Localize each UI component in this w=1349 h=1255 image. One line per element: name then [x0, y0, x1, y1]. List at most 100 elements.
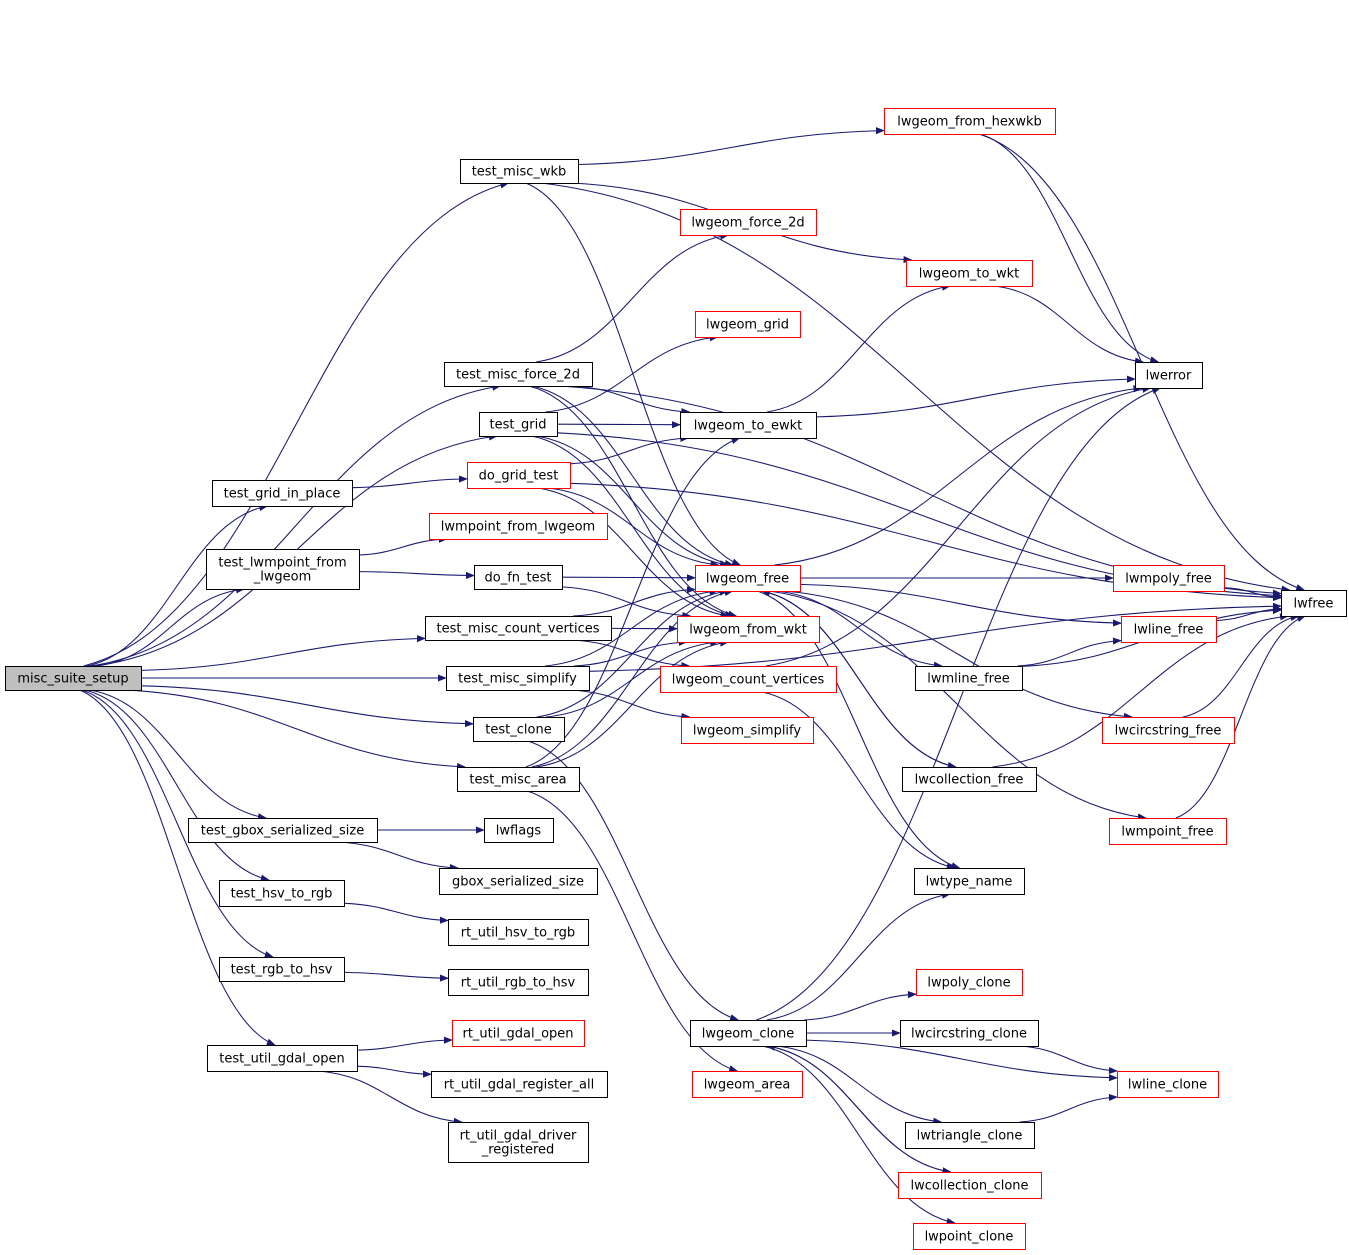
- node-box-lwgeom_from_hexwkb[interactable]: [884, 108, 1056, 135]
- node-test_misc_area[interactable]: test_misc_area: [457, 767, 580, 792]
- node-test_util_gdal_open[interactable]: test_util_gdal_open: [207, 1045, 358, 1072]
- node-lwmpoint_from_lwgeom[interactable]: lwmpoint_from_lwgeom: [429, 513, 608, 540]
- node-lwcircstring_clone[interactable]: lwcircstring_clone: [900, 1020, 1039, 1047]
- node-test_misc_force_2d[interactable]: test_misc_force_2d: [444, 362, 593, 387]
- node-lwgeom_to_ewkt[interactable]: lwgeom_to_ewkt: [680, 412, 817, 439]
- node-rt_util_gdal_register_all[interactable]: rt_util_gdal_register_all: [431, 1071, 608, 1098]
- node-box-lwtriangle_clone[interactable]: [905, 1122, 1035, 1149]
- node-lwgeom_free[interactable]: lwgeom_free: [695, 565, 801, 592]
- node-lwgeom_area[interactable]: lwgeom_area: [692, 1071, 803, 1098]
- node-lwgeom_count_vertices[interactable]: lwgeom_count_vertices: [660, 666, 837, 693]
- node-lwgeom_from_wkt[interactable]: lwgeom_from_wkt: [677, 616, 820, 643]
- node-box-test_hsv_to_rgb[interactable]: [219, 880, 345, 907]
- node-box-lwcircstring_free[interactable]: [1102, 717, 1235, 744]
- node-test_clone[interactable]: test_clone: [473, 717, 565, 742]
- node-box-lwflags[interactable]: [484, 818, 554, 843]
- node-test_misc_wkb[interactable]: test_misc_wkb: [460, 159, 579, 184]
- node-lwmpoly_free[interactable]: lwmpoly_free: [1113, 565, 1225, 592]
- node-rt_util_rgb_to_hsv[interactable]: rt_util_rgb_to_hsv: [448, 969, 589, 996]
- node-box-lwpoint_clone[interactable]: [913, 1223, 1026, 1250]
- node-lwerror[interactable]: lwerror: [1135, 362, 1203, 389]
- node-lwline_free[interactable]: lwline_free: [1121, 616, 1217, 643]
- node-lwflags[interactable]: lwflags: [484, 818, 554, 843]
- node-box-do_fn_test[interactable]: [474, 565, 563, 590]
- node-rt_util_gdal_open[interactable]: rt_util_gdal_open: [452, 1020, 585, 1047]
- node-test_lwmpoint_from_lwgeom[interactable]: test_lwmpoint_from_lwgeom: [206, 549, 360, 590]
- node-lwmpoint_free[interactable]: lwmpoint_free: [1109, 818, 1227, 845]
- node-box-lwcollection_free[interactable]: [902, 767, 1037, 792]
- node-box-test_lwmpoint_from_lwgeom[interactable]: [206, 549, 360, 590]
- node-box-lwgeom_clone[interactable]: [690, 1020, 807, 1047]
- node-lwcollection_clone[interactable]: lwcollection_clone: [898, 1172, 1042, 1199]
- node-lwmline_free[interactable]: lwmline_free: [915, 666, 1023, 691]
- node-lwgeom_simplify[interactable]: lwgeom_simplify: [681, 717, 814, 744]
- node-box-test_misc_wkb[interactable]: [460, 159, 579, 184]
- node-box-lwgeom_force_2d[interactable]: [680, 209, 817, 236]
- node-box-test_misc_count_vertices[interactable]: [425, 616, 612, 641]
- node-box-rt_util_gdal_driver_registered[interactable]: [448, 1122, 589, 1163]
- node-box-rt_util_hsv_to_rgb[interactable]: [448, 919, 589, 946]
- node-test_grid[interactable]: test_grid: [479, 412, 558, 437]
- node-lwpoly_clone[interactable]: lwpoly_clone: [916, 969, 1023, 996]
- node-box-misc_suite_setup[interactable]: [5, 666, 142, 691]
- node-test_grid_in_place[interactable]: test_grid_in_place: [212, 480, 353, 507]
- node-box-lwgeom_to_ewkt[interactable]: [680, 412, 817, 439]
- node-lwfree[interactable]: lwfree: [1281, 590, 1347, 617]
- node-lwtriangle_clone[interactable]: lwtriangle_clone: [905, 1122, 1035, 1149]
- node-lwgeom_force_2d[interactable]: lwgeom_force_2d: [680, 209, 817, 236]
- node-box-test_grid_in_place[interactable]: [212, 480, 353, 507]
- node-box-lwline_clone[interactable]: [1117, 1071, 1219, 1098]
- node-lwpoint_clone[interactable]: lwpoint_clone: [913, 1223, 1026, 1250]
- node-test_misc_simplify[interactable]: test_misc_simplify: [446, 666, 590, 691]
- node-box-lwgeom_area[interactable]: [692, 1071, 803, 1098]
- node-test_hsv_to_rgb[interactable]: test_hsv_to_rgb: [219, 880, 345, 907]
- node-rt_util_gdal_driver_registered[interactable]: rt_util_gdal_driver_registered: [448, 1122, 589, 1163]
- node-box-lwerror[interactable]: [1135, 362, 1203, 389]
- node-box-lwgeom_count_vertices[interactable]: [660, 666, 837, 693]
- node-lwcollection_free[interactable]: lwcollection_free: [902, 767, 1037, 792]
- node-box-rt_util_rgb_to_hsv[interactable]: [448, 969, 589, 996]
- node-box-lwmline_free[interactable]: [915, 666, 1023, 691]
- node-box-lwgeom_grid[interactable]: [695, 311, 801, 338]
- node-box-lwpoly_clone[interactable]: [916, 969, 1023, 996]
- node-box-lwcollection_clone[interactable]: [898, 1172, 1042, 1199]
- node-lwgeom_grid[interactable]: lwgeom_grid: [695, 311, 801, 338]
- node-box-test_clone[interactable]: [473, 717, 565, 742]
- node-test_misc_count_vertices[interactable]: test_misc_count_vertices: [425, 616, 612, 641]
- node-box-rt_util_gdal_register_all[interactable]: [431, 1071, 608, 1098]
- node-box-lwfree[interactable]: [1281, 590, 1347, 617]
- node-test_rgb_to_hsv[interactable]: test_rgb_to_hsv: [219, 957, 345, 982]
- node-lwline_clone[interactable]: lwline_clone: [1117, 1071, 1219, 1098]
- node-gbox_serialized_size[interactable]: gbox_serialized_size: [439, 868, 598, 895]
- node-lwtype_name[interactable]: lwtype_name: [914, 868, 1025, 895]
- node-box-lwmpoint_free[interactable]: [1109, 818, 1227, 845]
- node-box-gbox_serialized_size[interactable]: [439, 868, 598, 895]
- node-box-lwgeom_to_wkt[interactable]: [906, 260, 1033, 287]
- node-box-test_misc_simplify[interactable]: [446, 666, 590, 691]
- node-box-lwmpoly_free[interactable]: [1113, 565, 1225, 592]
- node-rt_util_hsv_to_rgb[interactable]: rt_util_hsv_to_rgb: [448, 919, 589, 946]
- node-box-test_gbox_serialized_size[interactable]: [188, 818, 378, 843]
- node-lwcircstring_free[interactable]: lwcircstring_free: [1102, 717, 1235, 744]
- node-do_grid_test[interactable]: do_grid_test: [467, 462, 571, 489]
- node-box-lwtype_name[interactable]: [914, 868, 1025, 895]
- node-box-do_grid_test[interactable]: [467, 462, 571, 489]
- node-box-test_misc_area[interactable]: [457, 767, 580, 792]
- node-test_gbox_serialized_size[interactable]: test_gbox_serialized_size: [188, 818, 378, 843]
- node-box-lwgeom_simplify[interactable]: [681, 717, 814, 744]
- node-lwgeom_from_hexwkb[interactable]: lwgeom_from_hexwkb: [884, 108, 1056, 135]
- node-box-lwmpoint_from_lwgeom[interactable]: [429, 513, 608, 540]
- node-box-rt_util_gdal_open[interactable]: [452, 1020, 585, 1047]
- node-box-test_grid[interactable]: [479, 412, 558, 437]
- node-box-test_rgb_to_hsv[interactable]: [219, 957, 345, 982]
- node-misc_suite_setup[interactable]: misc_suite_setup: [5, 666, 142, 691]
- node-do_fn_test[interactable]: do_fn_test: [474, 565, 563, 590]
- node-box-lwcircstring_clone[interactable]: [900, 1020, 1039, 1047]
- node-box-lwgeom_from_wkt[interactable]: [677, 616, 820, 643]
- node-box-test_misc_force_2d[interactable]: [444, 362, 593, 387]
- node-lwgeom_clone[interactable]: lwgeom_clone: [690, 1020, 807, 1047]
- node-lwgeom_to_wkt[interactable]: lwgeom_to_wkt: [906, 260, 1033, 287]
- node-box-test_util_gdal_open[interactable]: [207, 1045, 358, 1072]
- node-box-lwgeom_free[interactable]: [695, 565, 801, 592]
- node-box-lwline_free[interactable]: [1121, 616, 1217, 643]
